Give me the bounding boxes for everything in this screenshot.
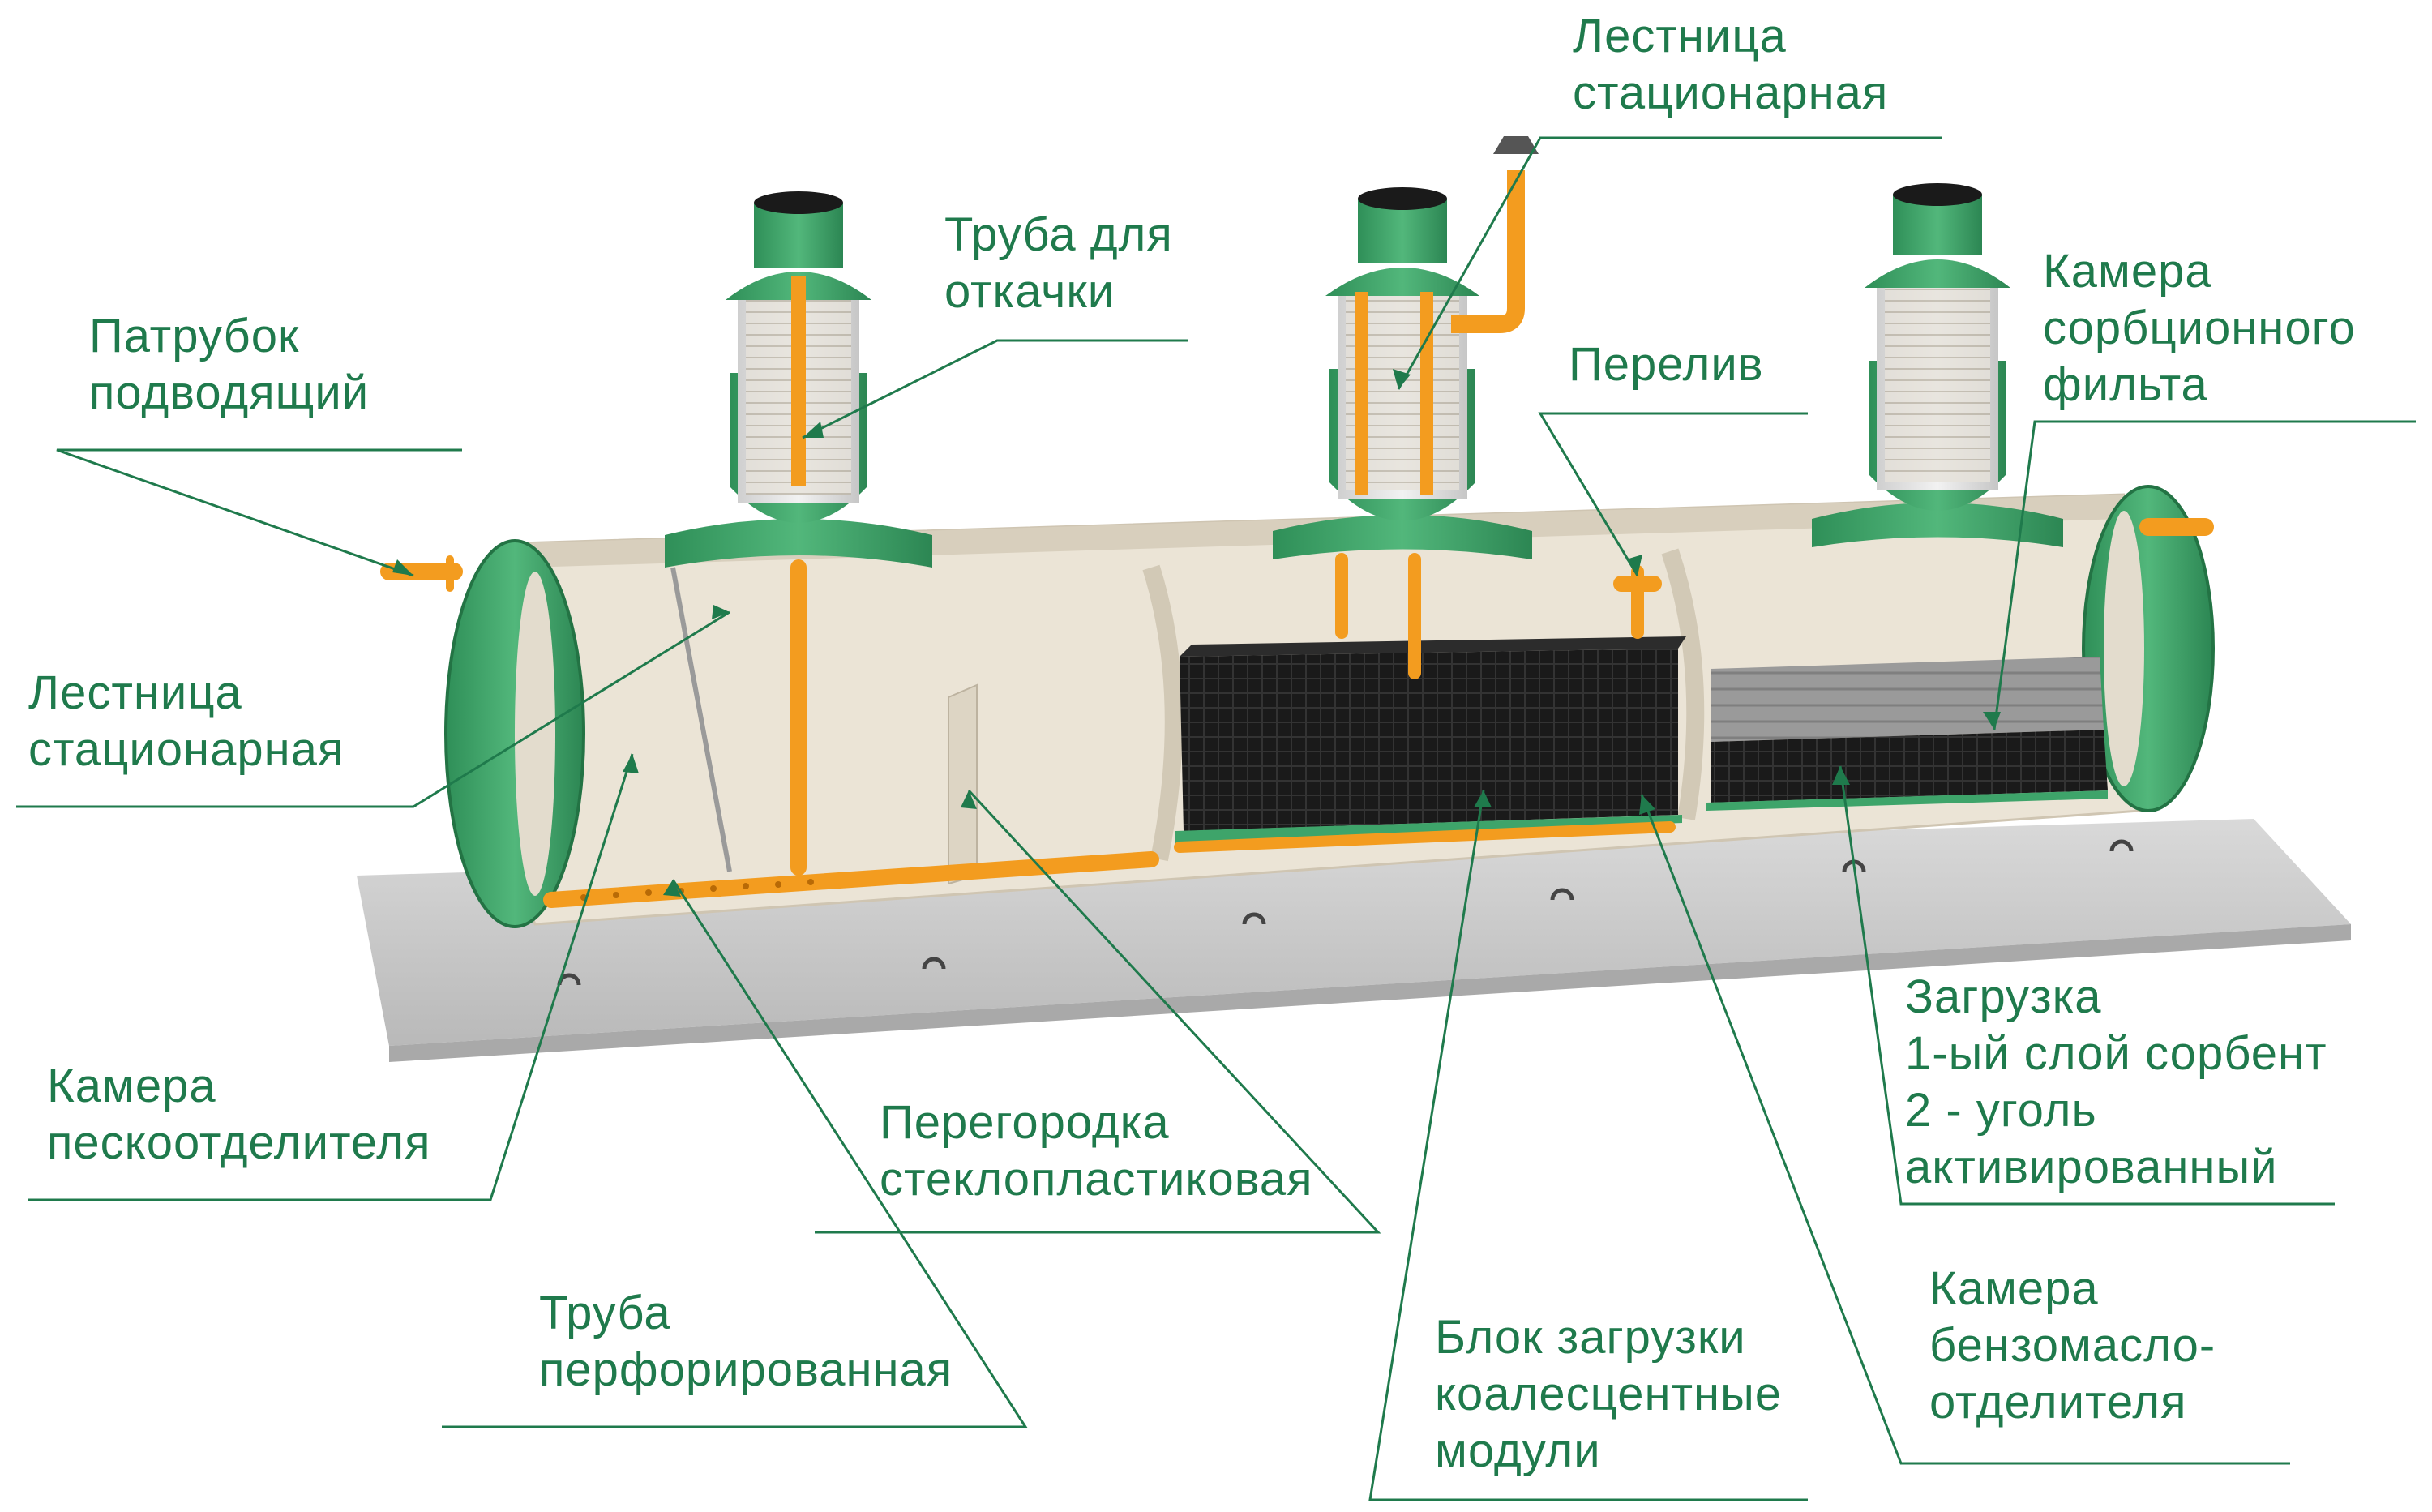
ladder-rail [670, 567, 732, 872]
manhole-shaft-1 [665, 191, 932, 568]
manhole-shaft-2 [1273, 136, 1539, 559]
label-loading: Загрузка 1-ый слой сорбент 2 - уголь акт… [1905, 970, 2327, 1193]
partition-1 [1142, 564, 1183, 862]
label-oil-chamber: Камера бензомасло- отделителя [1929, 1262, 2216, 1428]
partition-2 [1661, 548, 1705, 820]
label-ladder-left: Лестница стационарная [28, 666, 345, 776]
label-perforated-pipe: Труба перфорированная [539, 1287, 953, 1396]
label-coalescent-block: Блок загрузки коалесцентные модули [1435, 1311, 1783, 1477]
label-inlet: Патрубок подводящий [89, 310, 370, 419]
leader-lines [16, 136, 2416, 1501]
label-pump-pipe: Труба для откачки [944, 208, 1173, 318]
label-overflow: Перелив [1569, 338, 1764, 391]
activated-carbon-layer [1711, 730, 2108, 803]
label-sand-chamber: Камера пескоотделителя [47, 1060, 431, 1169]
label-ladder-top: Лестница стационарная [1573, 10, 1889, 119]
glass-fiber-partition [948, 683, 978, 885]
sorbent-layer [1711, 657, 2104, 742]
coalescent-block [1180, 649, 1678, 831]
leader-arrowheads [392, 369, 2001, 897]
label-sorption-chamber: Камера сорбционного фильта [2043, 245, 2356, 411]
label-partition: Перегородка стеклопластиковая [880, 1096, 1313, 1206]
manhole-shaft-3 [1812, 183, 2063, 547]
